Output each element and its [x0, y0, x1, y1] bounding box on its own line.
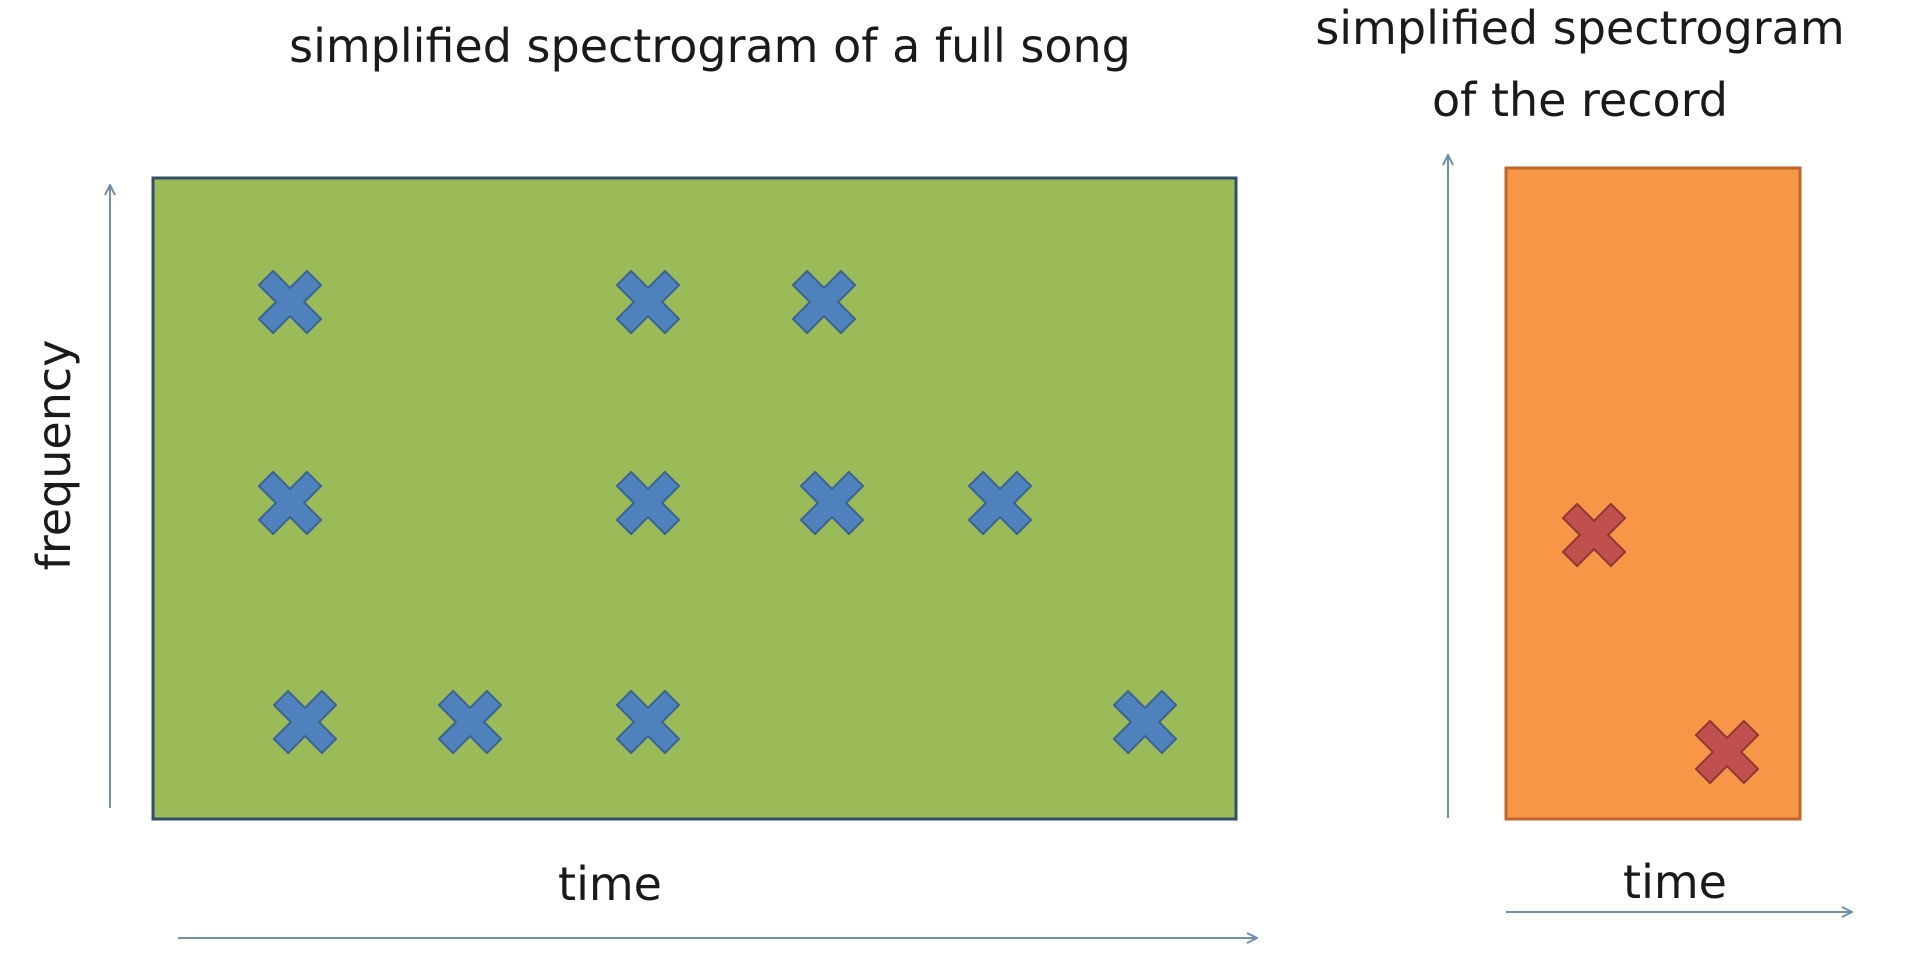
- song-marker-2: [615, 269, 681, 335]
- song-marker-1: [257, 269, 323, 335]
- song-marker-10: [615, 689, 681, 755]
- song-marker-11: [1112, 689, 1178, 755]
- song-marker-9: [437, 689, 503, 755]
- song-spectrogram-title: simplified spectrogram of a full song: [289, 19, 1131, 73]
- record-spectrogram-markers: [1561, 502, 1760, 785]
- song-spectrogram-markers: [257, 269, 1178, 755]
- song-marker-4: [257, 470, 323, 536]
- song-time-axis-label: time: [558, 857, 662, 911]
- record-spectrogram-panel: [1504, 166, 1802, 821]
- record-time-axis-label: time: [1623, 855, 1727, 909]
- record-spectrogram-title-line2: of the record: [1432, 73, 1728, 127]
- song-marker-6: [799, 470, 865, 536]
- song-marker-5: [615, 470, 681, 536]
- song-spectrogram-panel: [151, 176, 1238, 821]
- record-spectrogram-title-line1: simplified spectrogram: [1315, 1, 1844, 55]
- song-marker-3: [791, 269, 857, 335]
- record-marker-2: [1694, 719, 1760, 785]
- frequency-axis-label: frequency: [27, 340, 81, 571]
- record-marker-1: [1561, 502, 1627, 568]
- song-marker-8: [272, 689, 338, 755]
- song-marker-7: [967, 470, 1033, 536]
